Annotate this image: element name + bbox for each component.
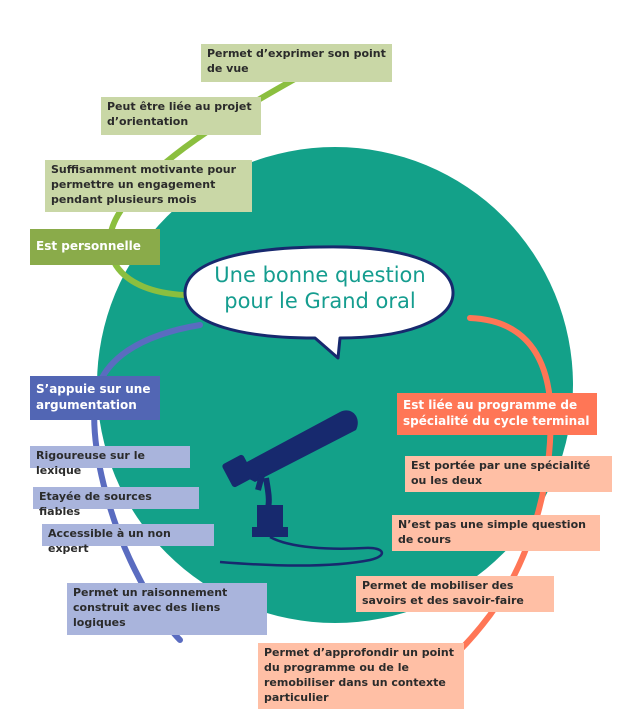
red-item-specialite: Est portée par une spécialité ou les deu… <box>405 456 612 492</box>
teal-circle <box>97 147 573 623</box>
blue-heading-argumentation: S’appuie sur une argumentation <box>30 376 160 420</box>
green-heading-personnelle: Est personnelle <box>30 229 160 265</box>
green-item-point-de-vue: Permet d’exprimer son point de vue <box>201 44 392 82</box>
blue-item-sources: Etayée de sources fiables <box>33 487 199 518</box>
red-heading-programme: Est liée au programme de spécialité du c… <box>397 393 597 435</box>
red-item-savoirs: Permet de mobiliser des savoirs et des s… <box>356 576 554 612</box>
speech-bubble <box>183 245 455 360</box>
blue-item-non-expert: Accessible à un non expert <box>42 524 214 555</box>
bubble-line-1: Une bonne question <box>214 263 426 287</box>
red-item-cours: N’est pas une simple question de cours <box>392 515 600 551</box>
red-item-approfondir: Permet d’approfondir un point du program… <box>258 643 464 709</box>
microphone-icon <box>219 410 383 567</box>
blue-item-lexique: Rigoureuse sur le lexique <box>30 446 190 477</box>
green-item-motivante: Suffisamment motivante pour permettre un… <box>45 160 252 212</box>
bubble-line-2: pour le Grand oral <box>224 289 416 314</box>
green-item-orientation: Peut être liée au projet d’orientation <box>101 97 261 135</box>
central-question: Une bonne question pour le Grand oral <box>205 262 435 315</box>
blue-item-raisonnement: Permet un raisonnement construit avec de… <box>67 583 267 635</box>
